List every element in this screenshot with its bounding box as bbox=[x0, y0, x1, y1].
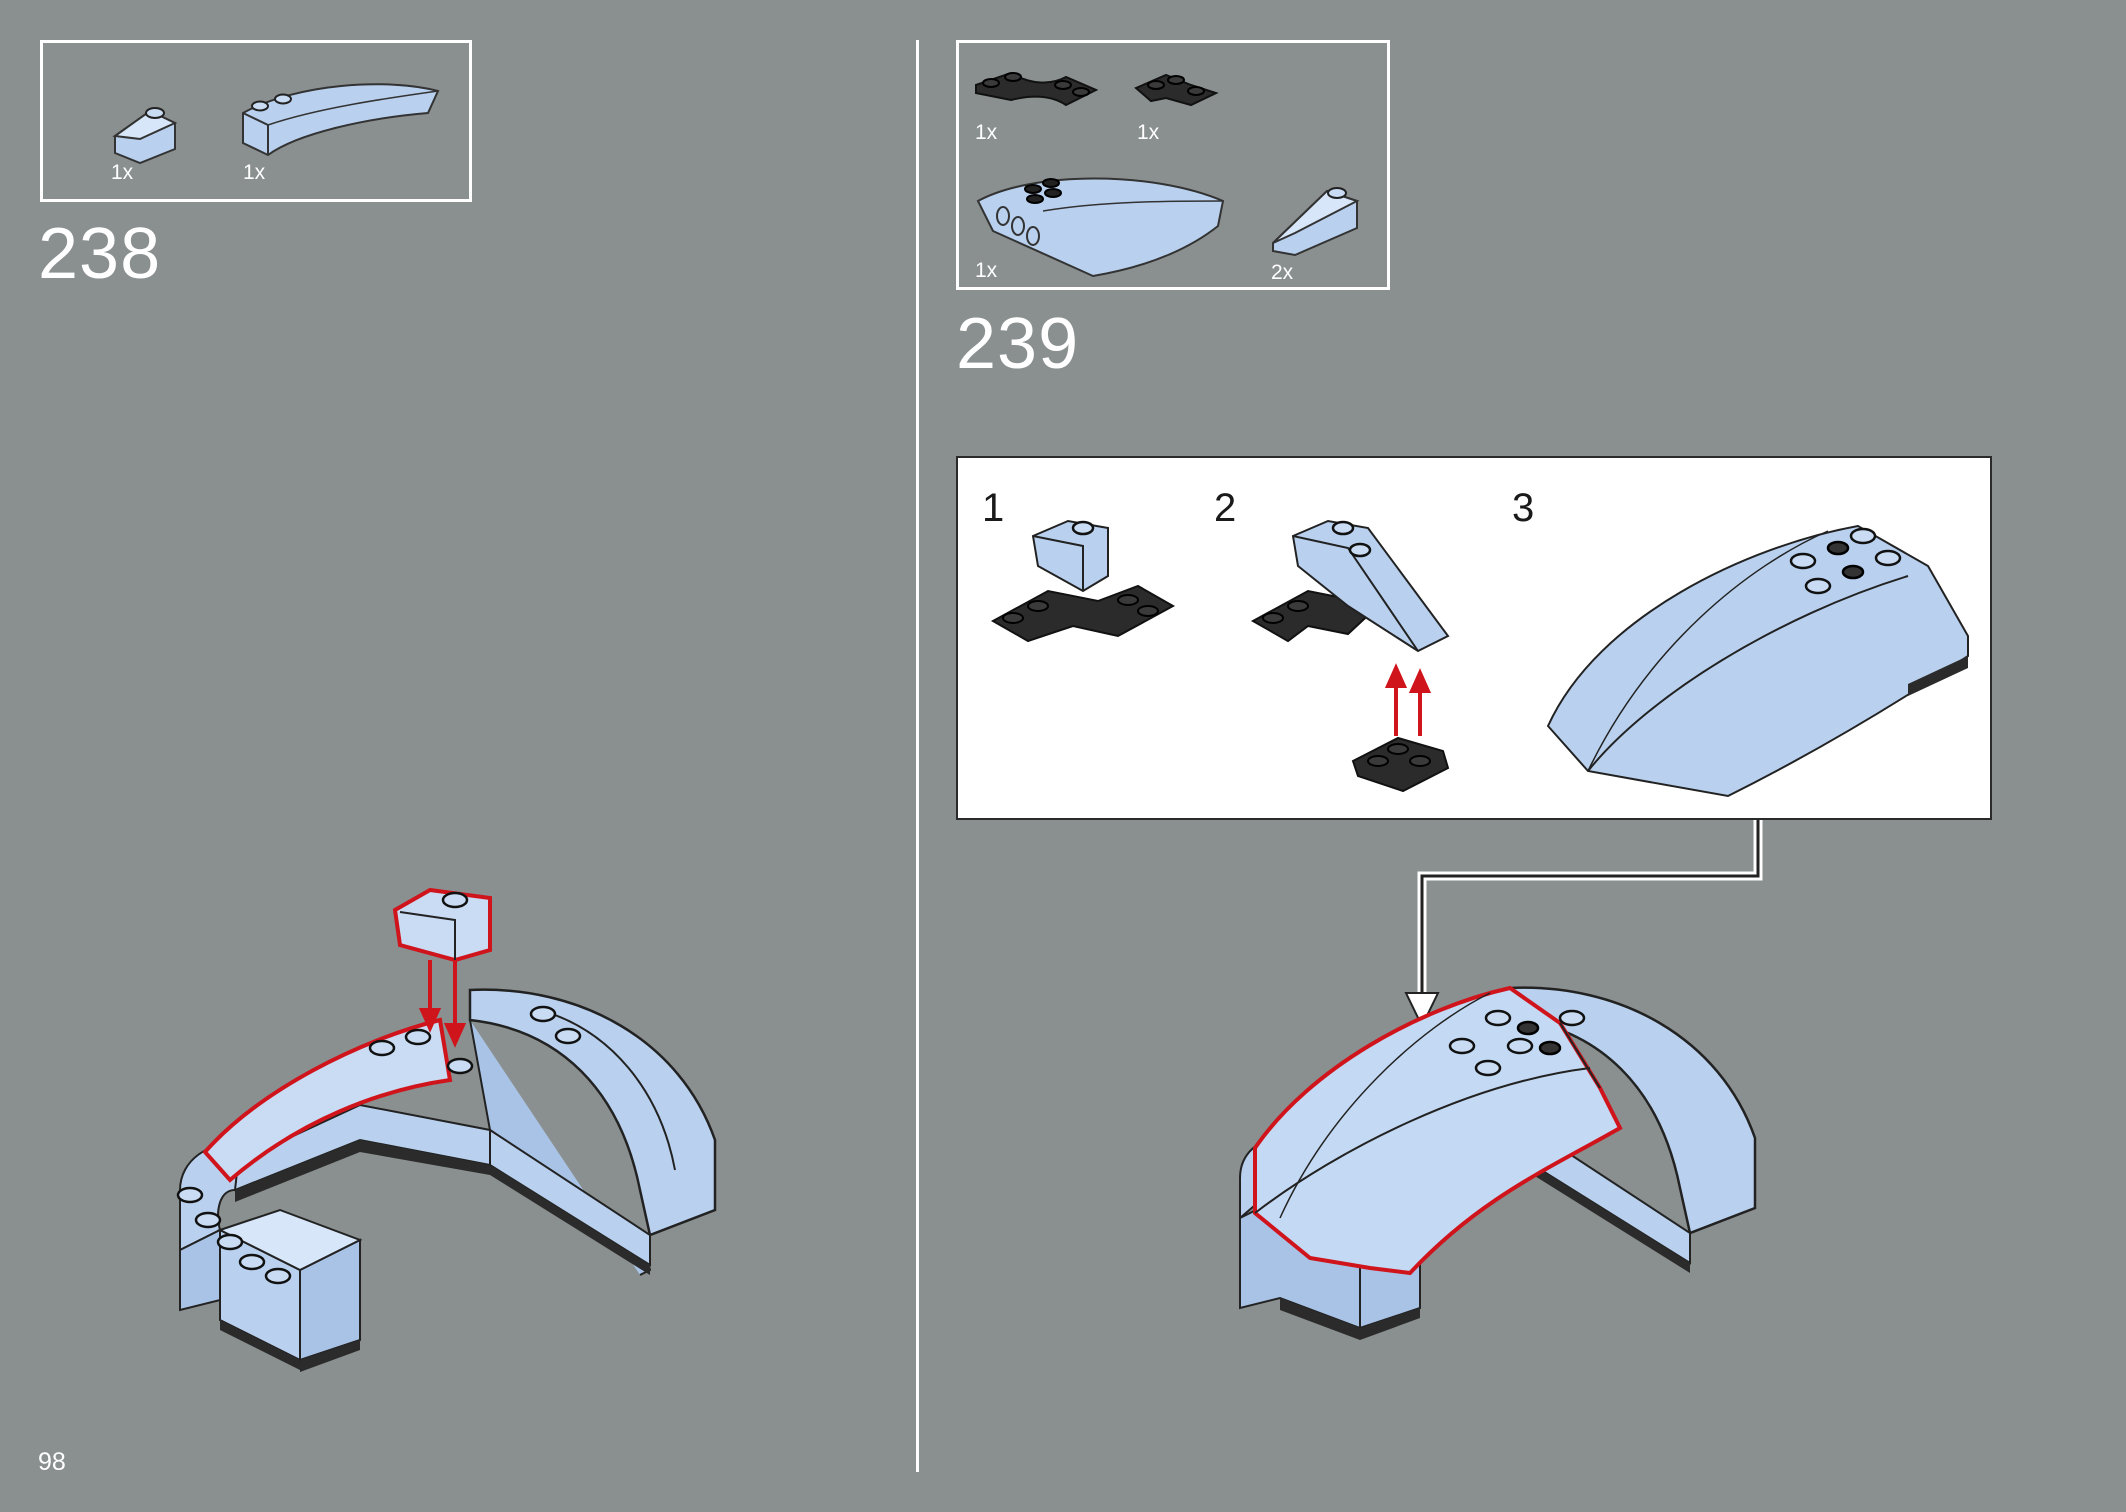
part-qty: 1x bbox=[975, 121, 998, 144]
substep-number: 1 bbox=[982, 486, 1005, 530]
substep-number: 2 bbox=[1214, 486, 1237, 530]
substep-3-model bbox=[1546, 524, 1969, 798]
callout-connector-arrow bbox=[1404, 820, 1763, 1029]
assembly-model-239 bbox=[1239, 985, 1757, 1340]
corner-plate-black-icon bbox=[1134, 73, 1219, 107]
part-qty: 1x bbox=[975, 259, 998, 282]
step-number-239: 239 bbox=[956, 304, 1080, 384]
sub-assembly-callout: 1 2 3 bbox=[956, 456, 1992, 820]
substep-1-model bbox=[990, 519, 1176, 643]
page-number: 98 bbox=[38, 1448, 66, 1476]
page-divider bbox=[916, 40, 919, 1472]
part-qty: 2x bbox=[1271, 261, 1294, 284]
large-curved-panel-icon bbox=[976, 177, 1225, 278]
substep-2-model bbox=[1250, 519, 1450, 793]
part-qty: 1x bbox=[243, 161, 266, 184]
parts-list-239: 1x 1x 1x 2x bbox=[956, 40, 1390, 290]
slope-brick-small-icon bbox=[1272, 187, 1360, 257]
substep-number: 3 bbox=[1512, 486, 1535, 530]
curved-wedge-brick-icon bbox=[242, 83, 440, 157]
step-number-238: 238 bbox=[38, 214, 162, 294]
part-qty: 1x bbox=[111, 161, 134, 184]
part-qty: 1x bbox=[1137, 121, 1160, 144]
arch-plate-black-icon bbox=[975, 71, 1099, 107]
slope-brick-small-icon bbox=[112, 107, 178, 165]
parts-list-238: 1x 1x bbox=[40, 40, 472, 202]
assembly-model-238 bbox=[176, 887, 717, 1372]
